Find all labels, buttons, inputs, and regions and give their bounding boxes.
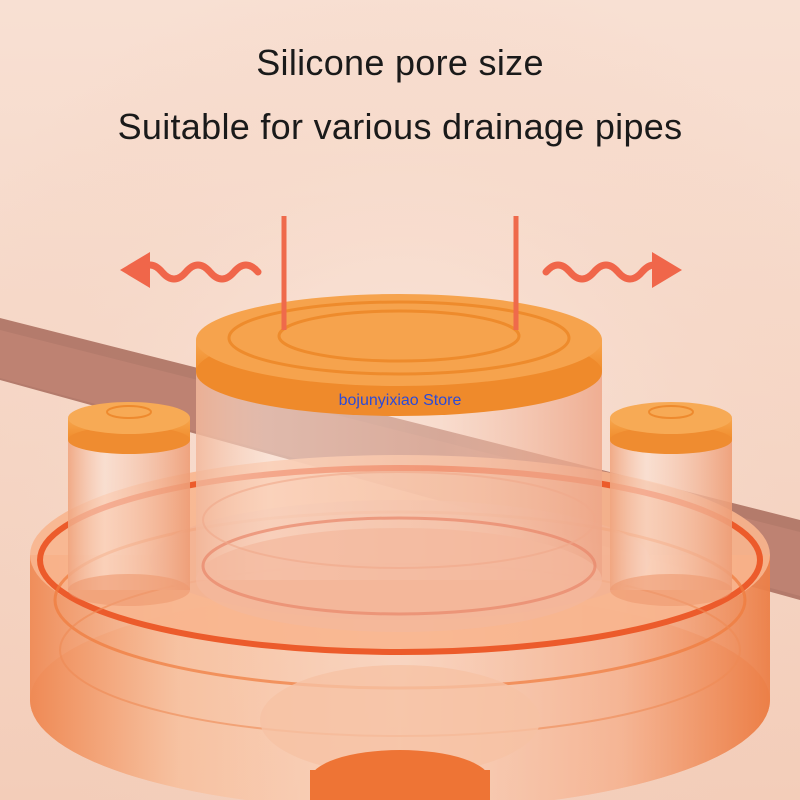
right-small-cylinder: [610, 402, 732, 606]
store-watermark: bojunyixiao Store: [338, 392, 462, 409]
central-cylinder: [196, 216, 602, 632]
headline-subtitle: Suitable for various drainage pipes: [117, 106, 683, 147]
wavy-arrow-left-icon: [120, 252, 262, 288]
wavy-arrow-right-icon: [542, 252, 682, 288]
headline-title: Silicone pore size: [256, 42, 544, 83]
left-small-cylinder: [68, 402, 190, 606]
